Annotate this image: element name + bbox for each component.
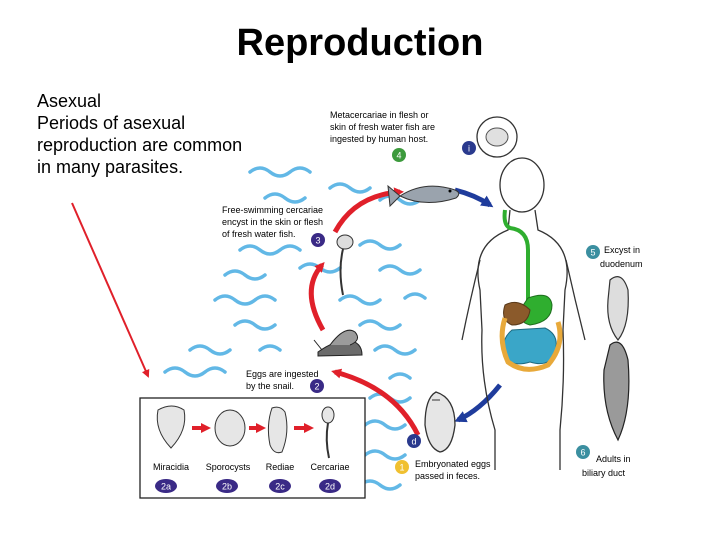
stage1-label-line: passed in feces.	[415, 471, 480, 481]
cycle-arrow-fish-to-human	[454, 187, 494, 208]
stage6-label-line: biliary duct	[582, 468, 626, 478]
slide-body-text: Asexual Periods of asexual reproduction …	[37, 90, 277, 178]
cercaria-illustration	[336, 234, 354, 296]
miracidia-label: Miracidia	[153, 462, 189, 472]
cercariae-label: Cercariae	[310, 462, 349, 472]
stage2-badge-text: 2	[314, 382, 319, 392]
stage3-label-line: Free-swimming cercariae	[222, 205, 323, 215]
stage5-badge	[586, 245, 600, 259]
fish-illustration	[387, 184, 460, 208]
info-badge-text: i	[468, 144, 470, 154]
cercaria-small-illustration	[321, 406, 335, 424]
stage2d-badge-text: 2d	[325, 482, 335, 492]
slide-title: Reproduction	[236, 22, 484, 64]
diagnostic-badge	[407, 434, 421, 448]
stage4-badge-text: 4	[396, 151, 401, 161]
cycle-arrow-human-to-eggs	[454, 383, 502, 423]
redia-illustration	[267, 406, 288, 454]
embryonated-egg-illustration	[424, 391, 456, 453]
cycle-arrow-snail-to-cercariae	[308, 261, 326, 332]
pointer-arrow	[71, 202, 150, 378]
sporocysts-label: Sporocysts	[206, 462, 251, 472]
adult-fluke-illustration	[603, 341, 630, 442]
bullet-line: in many parasites.	[37, 157, 184, 177]
liver-illustration	[503, 301, 531, 326]
water-waves	[163, 166, 427, 491]
stage6-badge-text: 6	[580, 448, 585, 458]
info-badge	[462, 141, 476, 155]
stage2d-badge	[319, 479, 341, 493]
stage2b-badge	[216, 479, 238, 493]
stage2a-badge	[155, 479, 177, 493]
stage1-badge	[395, 460, 409, 474]
stage4-label-line: skin of fresh water fish are	[330, 122, 435, 132]
stage3-badge	[311, 233, 325, 247]
stage5-label-line: duodenum	[600, 259, 643, 269]
stage5-badge-text: 5	[590, 248, 595, 258]
esophagus-illustration	[502, 209, 530, 300]
stage2b-badge-text: 2b	[222, 482, 232, 492]
snail-illustration	[313, 329, 363, 357]
stage4-badge	[392, 148, 406, 162]
stage2-label-line: by the snail.	[246, 381, 294, 391]
rediae-label: Rediae	[266, 462, 295, 472]
excysted-fluke-illustration	[607, 276, 629, 341]
stage2-label-line: Eggs are ingested	[246, 369, 319, 379]
bullet-line: reproduction are common	[37, 135, 243, 155]
stage5-label-line: Excyst in	[604, 245, 640, 255]
stage2-badge	[310, 379, 324, 393]
stage2a-badge-text: 2a	[161, 482, 171, 492]
stage6-label-line: Adults in	[596, 454, 631, 464]
stage1-label-line: Embryonated eggs	[415, 459, 491, 469]
cycle-arrow-eggs-to-snail	[331, 368, 421, 437]
stage1-badge-text: 1	[399, 463, 404, 473]
stage3-label-line: of fresh water fish.	[222, 229, 296, 239]
stage4-label-line: Metacercariae in flesh or	[330, 110, 429, 120]
stage2c-badge	[269, 479, 291, 493]
stage6-badge	[576, 445, 590, 459]
bullet-line: Asexual	[37, 91, 102, 111]
stage3-label-line: encyst in the skin or flesh	[222, 217, 323, 227]
stage4-label-line: ingested by human host.	[330, 134, 428, 144]
metacercaria-illustration	[476, 116, 518, 158]
human-body-illustration	[461, 157, 586, 470]
sporocyst-illustration	[214, 409, 246, 447]
stage2c-badge-text: 2c	[275, 482, 285, 492]
intestine-illustration	[503, 327, 557, 365]
stage3-badge-text: 3	[315, 236, 320, 246]
diagnostic-badge-text: d	[411, 437, 416, 447]
bullet-line: Periods of asexual	[37, 113, 186, 133]
snail-stages-panel: Miracidia Sporocysts Rediae Cercariae 2a…	[139, 397, 366, 499]
colon-illustration	[499, 317, 563, 372]
miracidium-illustration	[156, 405, 186, 449]
